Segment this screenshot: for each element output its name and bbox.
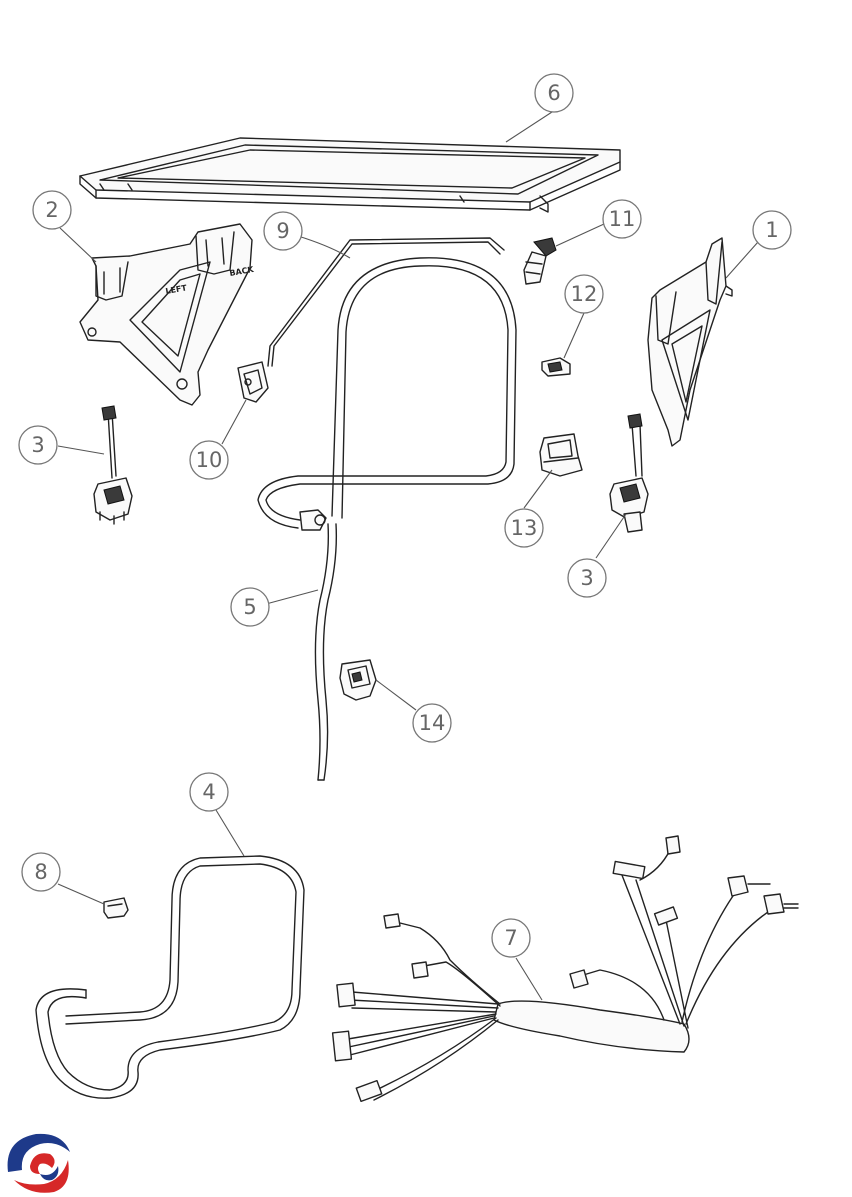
part-6-glass-frame[interactable] bbox=[79, 137, 621, 213]
harness-connector-5 bbox=[653, 906, 679, 926]
callout-4: 4 bbox=[189, 772, 229, 812]
callout-8: 8 bbox=[21, 852, 61, 892]
callout-5: 5 bbox=[230, 587, 270, 627]
part-10-clip[interactable] bbox=[237, 361, 269, 403]
callout-9: 9 bbox=[263, 211, 303, 251]
callout-9-label: 9 bbox=[276, 219, 289, 243]
callout-7-label: 7 bbox=[504, 926, 517, 950]
callout-6-label: 6 bbox=[547, 81, 560, 105]
callout-5-label: 5 bbox=[243, 595, 256, 619]
callout-7: 7 bbox=[491, 918, 531, 958]
callout-3-right: 3 bbox=[567, 558, 607, 598]
back-embossed-text: BACK bbox=[229, 265, 255, 278]
terminal-d bbox=[665, 835, 681, 855]
logo-blue-swoosh bbox=[7, 1133, 70, 1172]
leader-lines bbox=[57, 111, 759, 1001]
part-14-clip[interactable] bbox=[339, 659, 377, 701]
part-1-right-bracket[interactable] bbox=[647, 237, 733, 447]
callout-12-label: 12 bbox=[571, 282, 598, 306]
callout-3-left-label: 3 bbox=[31, 433, 44, 457]
brand-logo bbox=[7, 1133, 70, 1193]
logo-red-swoosh bbox=[14, 1160, 69, 1193]
callout-13: 13 bbox=[504, 508, 544, 548]
callout-12: 12 bbox=[564, 274, 604, 314]
callout-8-label: 8 bbox=[34, 860, 47, 884]
logo-inner-blue bbox=[40, 1166, 59, 1181]
left-embossed-text: LEFT bbox=[165, 283, 188, 296]
terminal-c bbox=[569, 969, 589, 989]
part-2-left-bracket[interactable]: LEFT BACK bbox=[79, 223, 255, 406]
part-4-tube[interactable] bbox=[35, 855, 305, 1099]
part-13-holder[interactable] bbox=[539, 433, 583, 477]
terminal-b bbox=[411, 961, 429, 979]
plug-a bbox=[727, 875, 749, 897]
callout-1: 1 bbox=[752, 210, 792, 250]
part-12-block[interactable] bbox=[541, 357, 571, 377]
terminal-a bbox=[383, 913, 401, 929]
callout-3-left: 3 bbox=[18, 425, 58, 465]
callout-3-right-label: 3 bbox=[580, 566, 593, 590]
callout-11: 11 bbox=[602, 199, 642, 239]
harness-connector-1 bbox=[336, 982, 356, 1008]
callout-2-label: 2 bbox=[45, 198, 58, 222]
part-9-rod[interactable] bbox=[267, 237, 505, 367]
callout-4-label: 4 bbox=[202, 780, 215, 804]
callout-14: 14 bbox=[412, 703, 452, 743]
part-11-knob[interactable] bbox=[523, 237, 557, 285]
callout-2: 2 bbox=[32, 190, 72, 230]
callout-14-label: 14 bbox=[419, 711, 446, 735]
callout-13-label: 13 bbox=[511, 516, 538, 540]
part-3-switch-right[interactable] bbox=[609, 413, 649, 533]
callout-10-label: 10 bbox=[196, 448, 223, 472]
plug-b bbox=[763, 893, 785, 915]
part-5-gasket[interactable] bbox=[257, 257, 517, 781]
part-3-switch-left[interactable] bbox=[93, 405, 133, 525]
callout-6: 6 bbox=[534, 73, 574, 113]
callout-1-label: 1 bbox=[765, 218, 778, 242]
harness-connector-2 bbox=[331, 1030, 353, 1062]
callout-10: 10 bbox=[189, 440, 229, 480]
callout-11-label: 11 bbox=[609, 207, 636, 231]
logo-inner-swirl bbox=[30, 1153, 55, 1174]
harness-connector-3 bbox=[355, 1079, 383, 1103]
part-7-harness[interactable] bbox=[331, 835, 799, 1103]
part-8-cap[interactable] bbox=[103, 897, 129, 919]
harness-connector-4 bbox=[612, 860, 646, 880]
